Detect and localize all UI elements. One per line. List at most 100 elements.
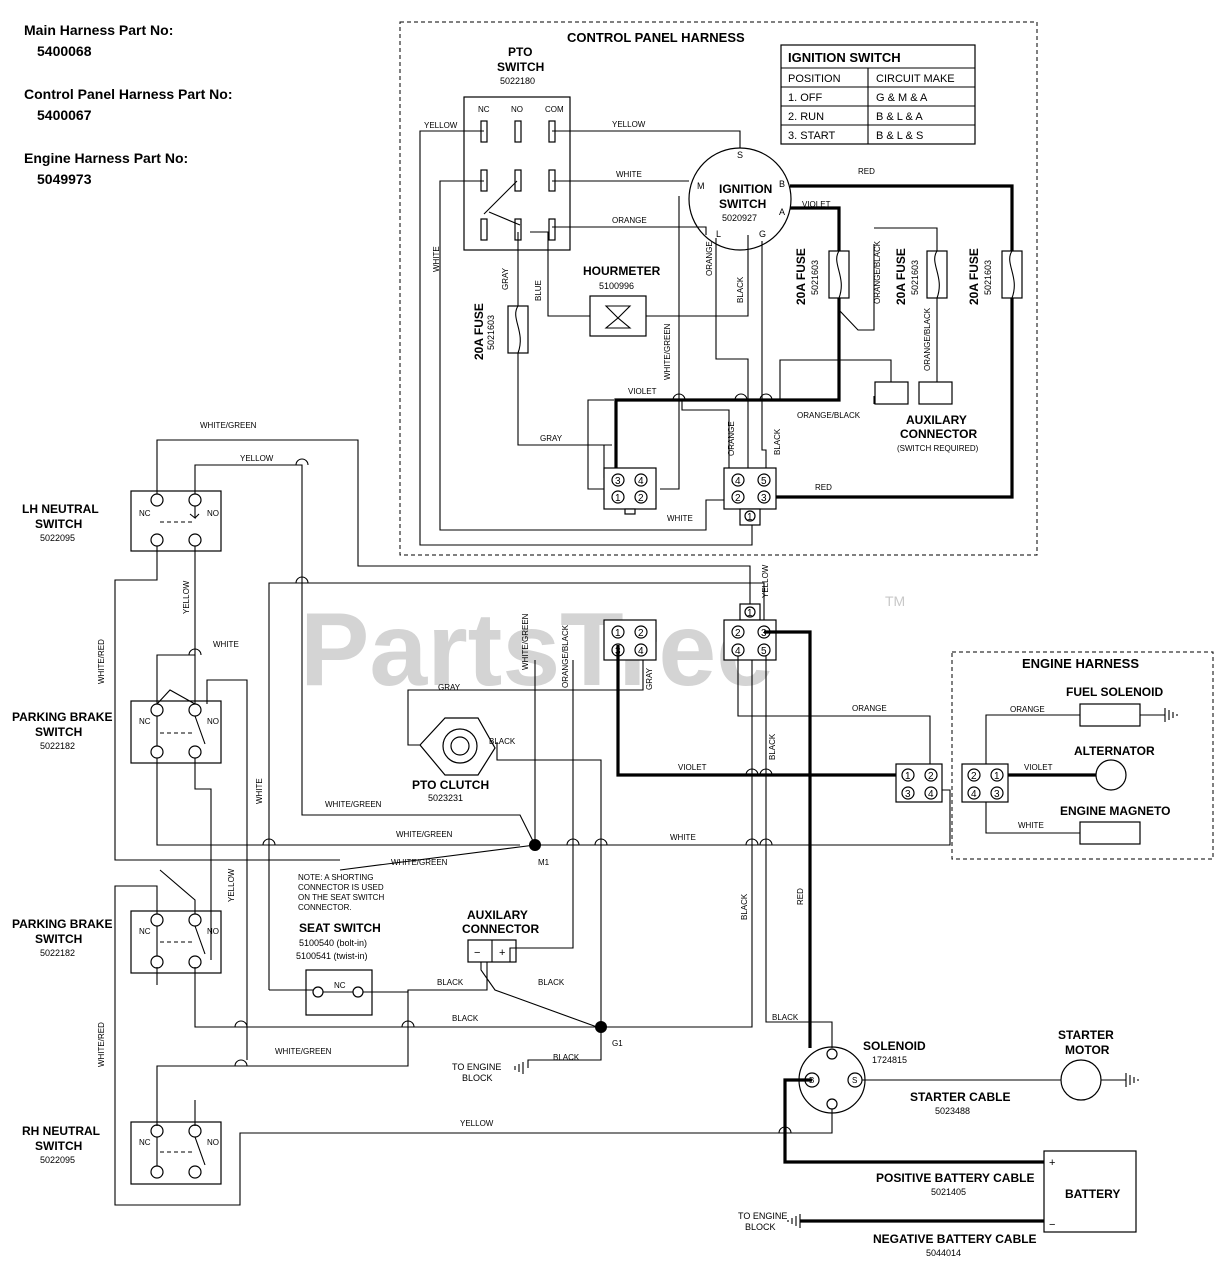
aux-plus: + xyxy=(499,947,505,959)
pin-number: 4 xyxy=(735,476,741,487)
pto-pin-label: NO xyxy=(511,105,523,114)
watermark-tm: TM xyxy=(885,593,905,609)
lh-neutral-switch: LH NEUTRAL SWITCH 5022095 NC NO xyxy=(22,490,222,552)
seat-note: CONNECTOR. xyxy=(298,903,352,912)
seat-switch-name: SEAT SWITCH xyxy=(299,921,381,935)
switch-name: SWITCH xyxy=(35,932,82,946)
pin-label: NC xyxy=(139,1138,151,1147)
pin-number: 4 xyxy=(971,789,977,800)
switch-name: SWITCH xyxy=(35,1139,82,1153)
pin-number: 5 xyxy=(761,646,767,657)
wire-label: GRAY xyxy=(438,683,461,692)
fuse-part: 5021603 xyxy=(910,260,920,295)
wire-label: WHITE/GREEN xyxy=(396,830,453,839)
wire-label: VIOLET xyxy=(802,200,831,209)
wire-label: YELLOW xyxy=(240,454,274,463)
switch-part: 5022182 xyxy=(40,948,75,958)
ignition-table-cell: G & M & A xyxy=(876,92,928,104)
wire-label: ORANGE xyxy=(727,421,736,456)
wire-label: ORANGE xyxy=(612,216,647,225)
ignition-table: IGNITION SWITCH POSITION CIRCUIT MAKE 1.… xyxy=(780,44,976,145)
wire-label: VIOLET xyxy=(1024,763,1053,772)
wire-label: YELLOW xyxy=(182,580,191,614)
starter-cable-part: 5023488 xyxy=(935,1106,970,1116)
wire-label: WHITE/GREEN xyxy=(521,613,530,670)
connector-cp-right: 4 5 2 3 1 xyxy=(723,467,777,526)
control-panel-title: CONTROL PANEL HARNESS xyxy=(567,30,745,45)
positive-cable-part: 5021405 xyxy=(931,1187,966,1197)
parking-brake-switch-1: PARKING BRAKE SWITCH 5022182 NC NO xyxy=(12,700,222,764)
fuse-part: 5021603 xyxy=(810,260,820,295)
wire-label: WHITE/GREEN xyxy=(391,858,448,867)
parking-brake-switch-2: PARKING BRAKE SWITCH 5022182 NC NO xyxy=(12,910,222,974)
engine-block-label: TO ENGINE xyxy=(452,1062,501,1072)
pin-label: NC xyxy=(139,717,151,726)
alternator-label: ALTERNATOR xyxy=(1074,744,1155,758)
starter-motor-name: STARTER xyxy=(1058,1028,1114,1042)
switch-name: LH NEUTRAL xyxy=(22,502,99,516)
fuse-pto: 20A FUSE 5021603 xyxy=(472,303,529,360)
ground-icon xyxy=(1164,708,1178,722)
hourmeter-part: 5100996 xyxy=(599,281,634,291)
engine-harness-boundary xyxy=(951,651,1214,860)
wire-label: WHITE/RED xyxy=(97,639,106,684)
fuse-part: 5021603 xyxy=(486,315,496,350)
ignition-table-cell: B & L & S xyxy=(876,130,923,142)
pin-number: 4 xyxy=(638,646,644,657)
switch-name: SWITCH xyxy=(35,725,82,739)
pin-label: NC xyxy=(334,981,346,990)
solenoid-name: SOLENOID xyxy=(863,1039,926,1053)
seat-switch-part: 5100540 (bolt-in) xyxy=(299,938,367,948)
pin-number: 3 xyxy=(905,789,911,800)
fuse-label: 20A FUSE xyxy=(894,248,908,305)
fuel-solenoid-label: FUEL SOLENOID xyxy=(1066,685,1163,699)
wire-label: RED xyxy=(858,167,875,176)
ignition-switch-part: 5020927 xyxy=(722,213,757,223)
wire-label: WHITE xyxy=(616,170,642,179)
switch-name: PARKING BRAKE xyxy=(12,917,112,931)
node-m1-label: M1 xyxy=(538,858,550,867)
wire-label: BLACK xyxy=(772,1013,799,1022)
control-panel-wires xyxy=(419,130,1014,546)
pin-number: 5 xyxy=(761,476,767,487)
ignition-switch-name: SWITCH xyxy=(719,197,766,211)
magneto-label: ENGINE MAGNETO xyxy=(1060,804,1170,818)
aux-connector-name: CONNECTOR xyxy=(462,922,539,936)
rh-neutral-switch: RH NEUTRAL SWITCH 5022095 NC NO xyxy=(22,1121,222,1185)
engine-harness-label: Engine Harness Part No: xyxy=(24,150,188,166)
pin-number: 1 xyxy=(994,771,1000,782)
seat-switch-part: 5100541 (twist-in) xyxy=(296,951,368,961)
fuse-a: 20A FUSE 5021603 xyxy=(794,248,850,305)
engine-block-label: BLOCK xyxy=(462,1073,493,1083)
ignition-terminal-l: L xyxy=(716,229,721,239)
switch-name: RH NEUTRAL xyxy=(22,1124,100,1138)
pin-number: 1 xyxy=(747,608,753,619)
solenoid-s: S xyxy=(852,1076,857,1085)
pin-label: NC xyxy=(139,509,151,518)
wire-label: ORANGE xyxy=(1010,705,1045,714)
engine-block-label: TO ENGINE xyxy=(738,1211,787,1221)
negative-cable-name: NEGATIVE BATTERY CABLE xyxy=(873,1232,1037,1246)
pin-number: 2 xyxy=(735,493,741,504)
hourmeter-name: HOURMETER xyxy=(583,264,661,278)
fuse-aux: 20A FUSE 5021603 xyxy=(894,248,948,305)
wire-label: ORANGE/BLACK xyxy=(561,624,570,688)
node-m1 xyxy=(529,839,541,851)
wire-label: GRAY xyxy=(540,434,563,443)
wire-label: BLACK xyxy=(452,1014,479,1023)
main-harness-label: Main Harness Part No: xyxy=(24,22,173,38)
wire-label: WHITE/RED xyxy=(97,1022,106,1067)
pto-switch-name: PTO xyxy=(508,45,532,59)
ground-icon xyxy=(787,1214,801,1228)
wire-label: ORANGE/BLACK xyxy=(923,307,932,371)
pin-number: 1 xyxy=(905,771,911,782)
pin-label: NO xyxy=(207,509,219,518)
fuse-b: 20A FUSE 5021603 xyxy=(967,248,1023,305)
aux-connector-note: (SWITCH REQUIRED) xyxy=(897,444,979,453)
solenoid: B S SOLENOID 1724815 xyxy=(798,1039,926,1114)
aux-connector-name: CONNECTOR xyxy=(900,427,977,441)
main-harness-value: 5400068 xyxy=(37,43,92,59)
control-harness-value: 5400067 xyxy=(37,107,92,123)
wire-label: VIOLET xyxy=(628,387,657,396)
